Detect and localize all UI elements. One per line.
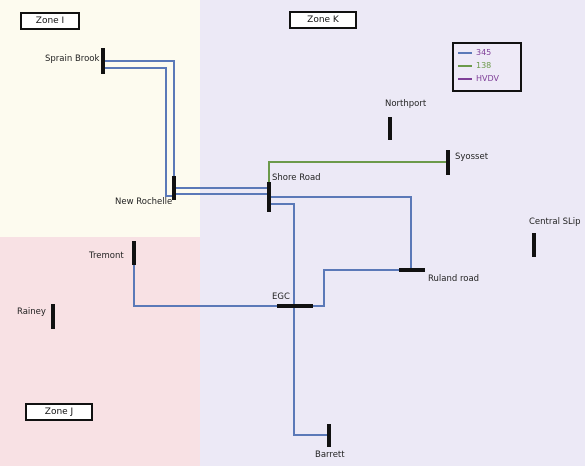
zone-j-label: Zone J [25, 403, 93, 421]
legend: 345 138 HVDV [452, 42, 522, 92]
line-shore-road-barrett [269, 203, 329, 436]
line-sprain-brook-new-rochelle-1 [103, 60, 175, 183]
lines-345 [103, 60, 412, 436]
legend-label-hvdv: HVDV [476, 74, 499, 83]
legend-item-hvdv: HVDV [458, 74, 499, 84]
zone-i-label: Zone I [20, 12, 80, 30]
zone-k-label: Zone K [289, 11, 357, 29]
station-label-shore-road: Shore Road [272, 173, 321, 183]
line-ruland-road-egc [296, 269, 411, 307]
station-label-barrett: Barrett [315, 450, 345, 460]
line-sprain-brook-new-rochelle-2 [103, 67, 174, 197]
line-shore-road-ruland-road [269, 196, 412, 270]
legend-item-345: 345 [458, 48, 491, 58]
station-label-sprain-brook: Sprain Brook [45, 54, 100, 64]
station-label-tremont: Tremont [89, 251, 124, 261]
legend-swatch-345 [458, 51, 472, 54]
line-tremont-egc [133, 253, 296, 307]
station-label-egc: EGC [272, 292, 290, 302]
station-label-syosset: Syosset [455, 152, 489, 162]
station-label-new-rochelle: New Rochelle [115, 197, 173, 207]
legend-label-138: 138 [476, 61, 492, 70]
legend-swatch-hvdv [458, 77, 472, 80]
legend-item-138: 138 [458, 61, 491, 71]
legend-swatch-138 [458, 64, 472, 67]
station-label-central-slip: Central SLip [529, 217, 581, 227]
line-138-shore-road-syosset [268, 161, 448, 186]
station-label-northport: Northport [385, 99, 427, 109]
bus-bars [51, 48, 536, 447]
station-label-ruland-road: Ruland road [428, 274, 480, 284]
station-label-rainey: Rainey [17, 307, 46, 317]
zone-j-region [0, 237, 200, 466]
legend-label-345: 345 [476, 48, 492, 57]
